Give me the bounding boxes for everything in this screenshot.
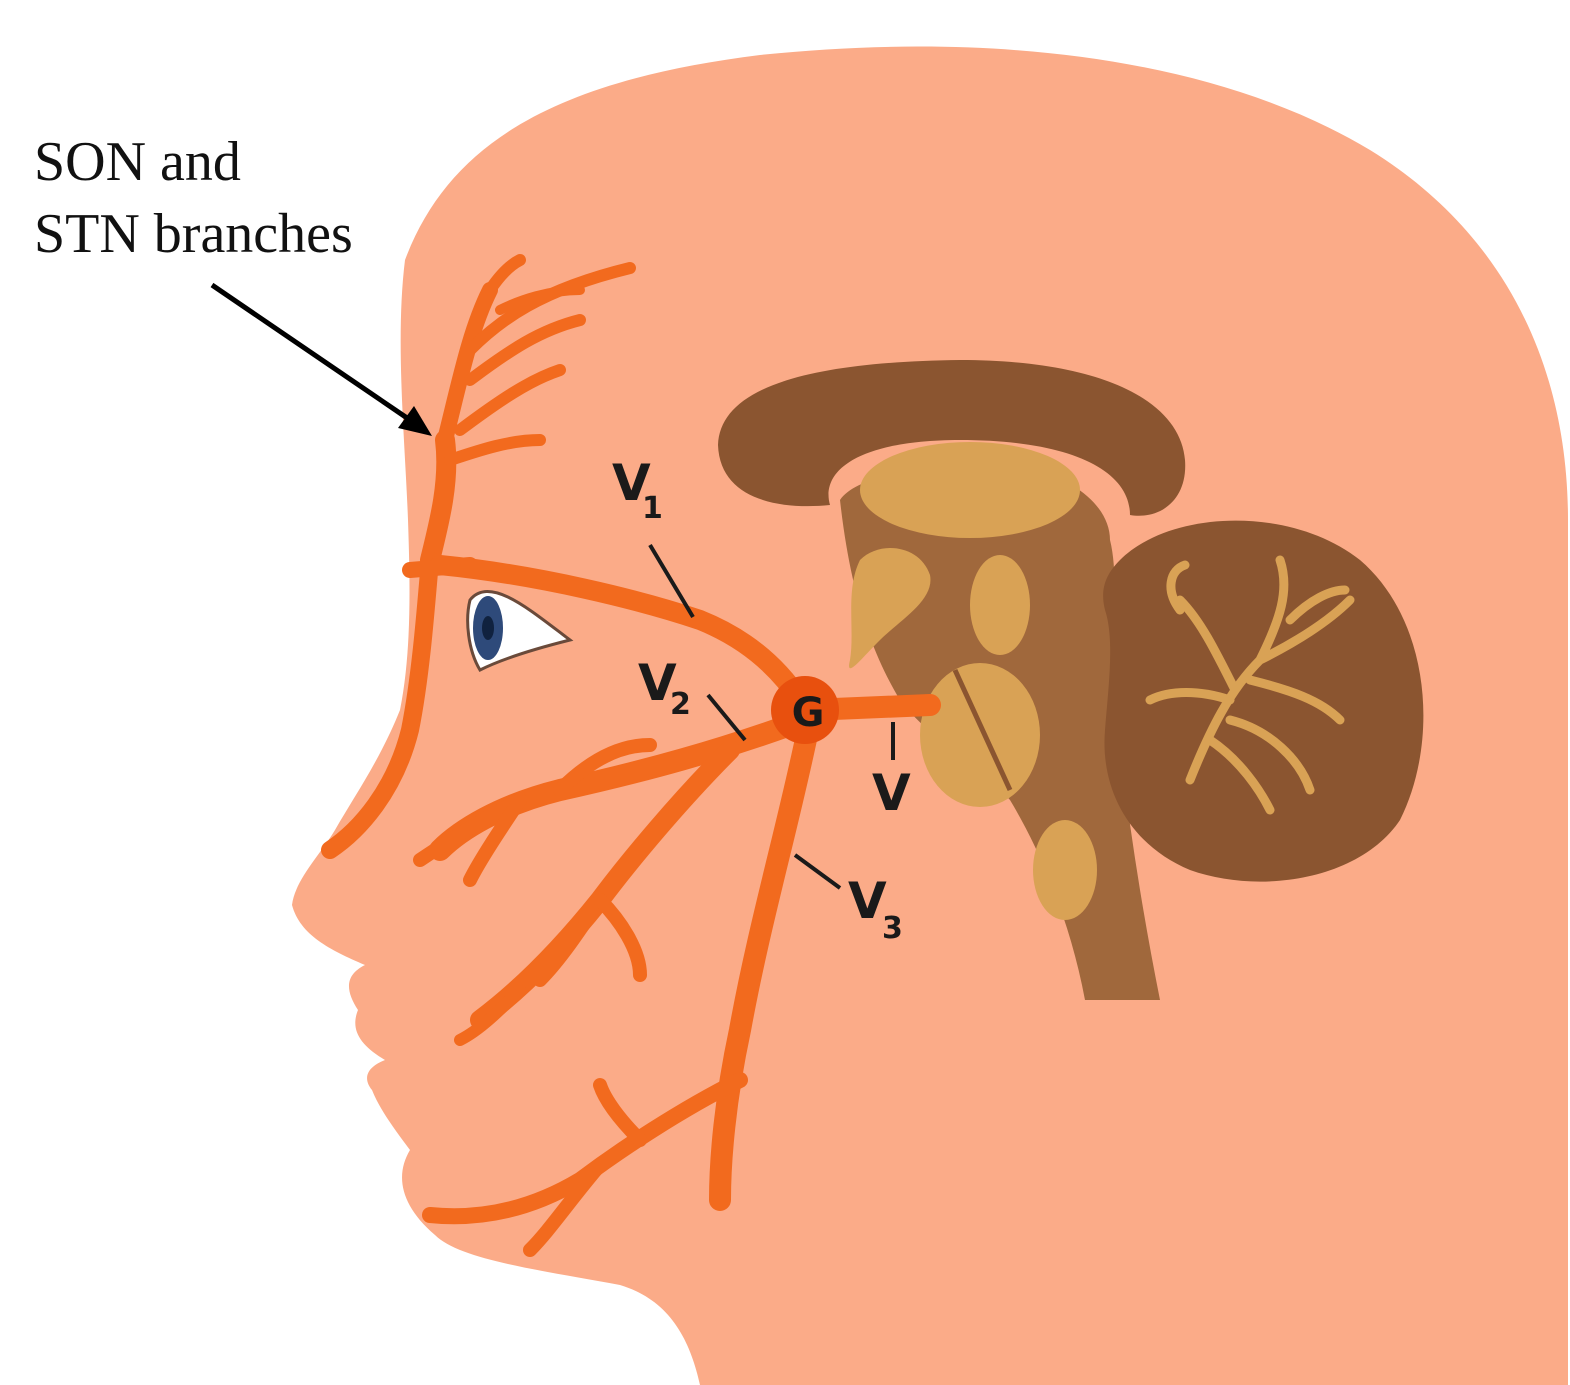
- ganglion-label: G: [792, 690, 825, 736]
- callout-arrow-line: [212, 285, 410, 420]
- v1-subscript: 1: [642, 491, 663, 526]
- midbrain: [970, 555, 1030, 655]
- callout-line1: SON and: [34, 131, 241, 193]
- thalamus: [860, 442, 1080, 538]
- callout-line2: STN branches: [34, 203, 353, 265]
- v2-subscript: 2: [670, 687, 691, 722]
- medulla: [1033, 820, 1097, 920]
- pons: [920, 663, 1040, 807]
- v3-subscript: 3: [882, 911, 903, 946]
- v-label: V: [872, 764, 911, 822]
